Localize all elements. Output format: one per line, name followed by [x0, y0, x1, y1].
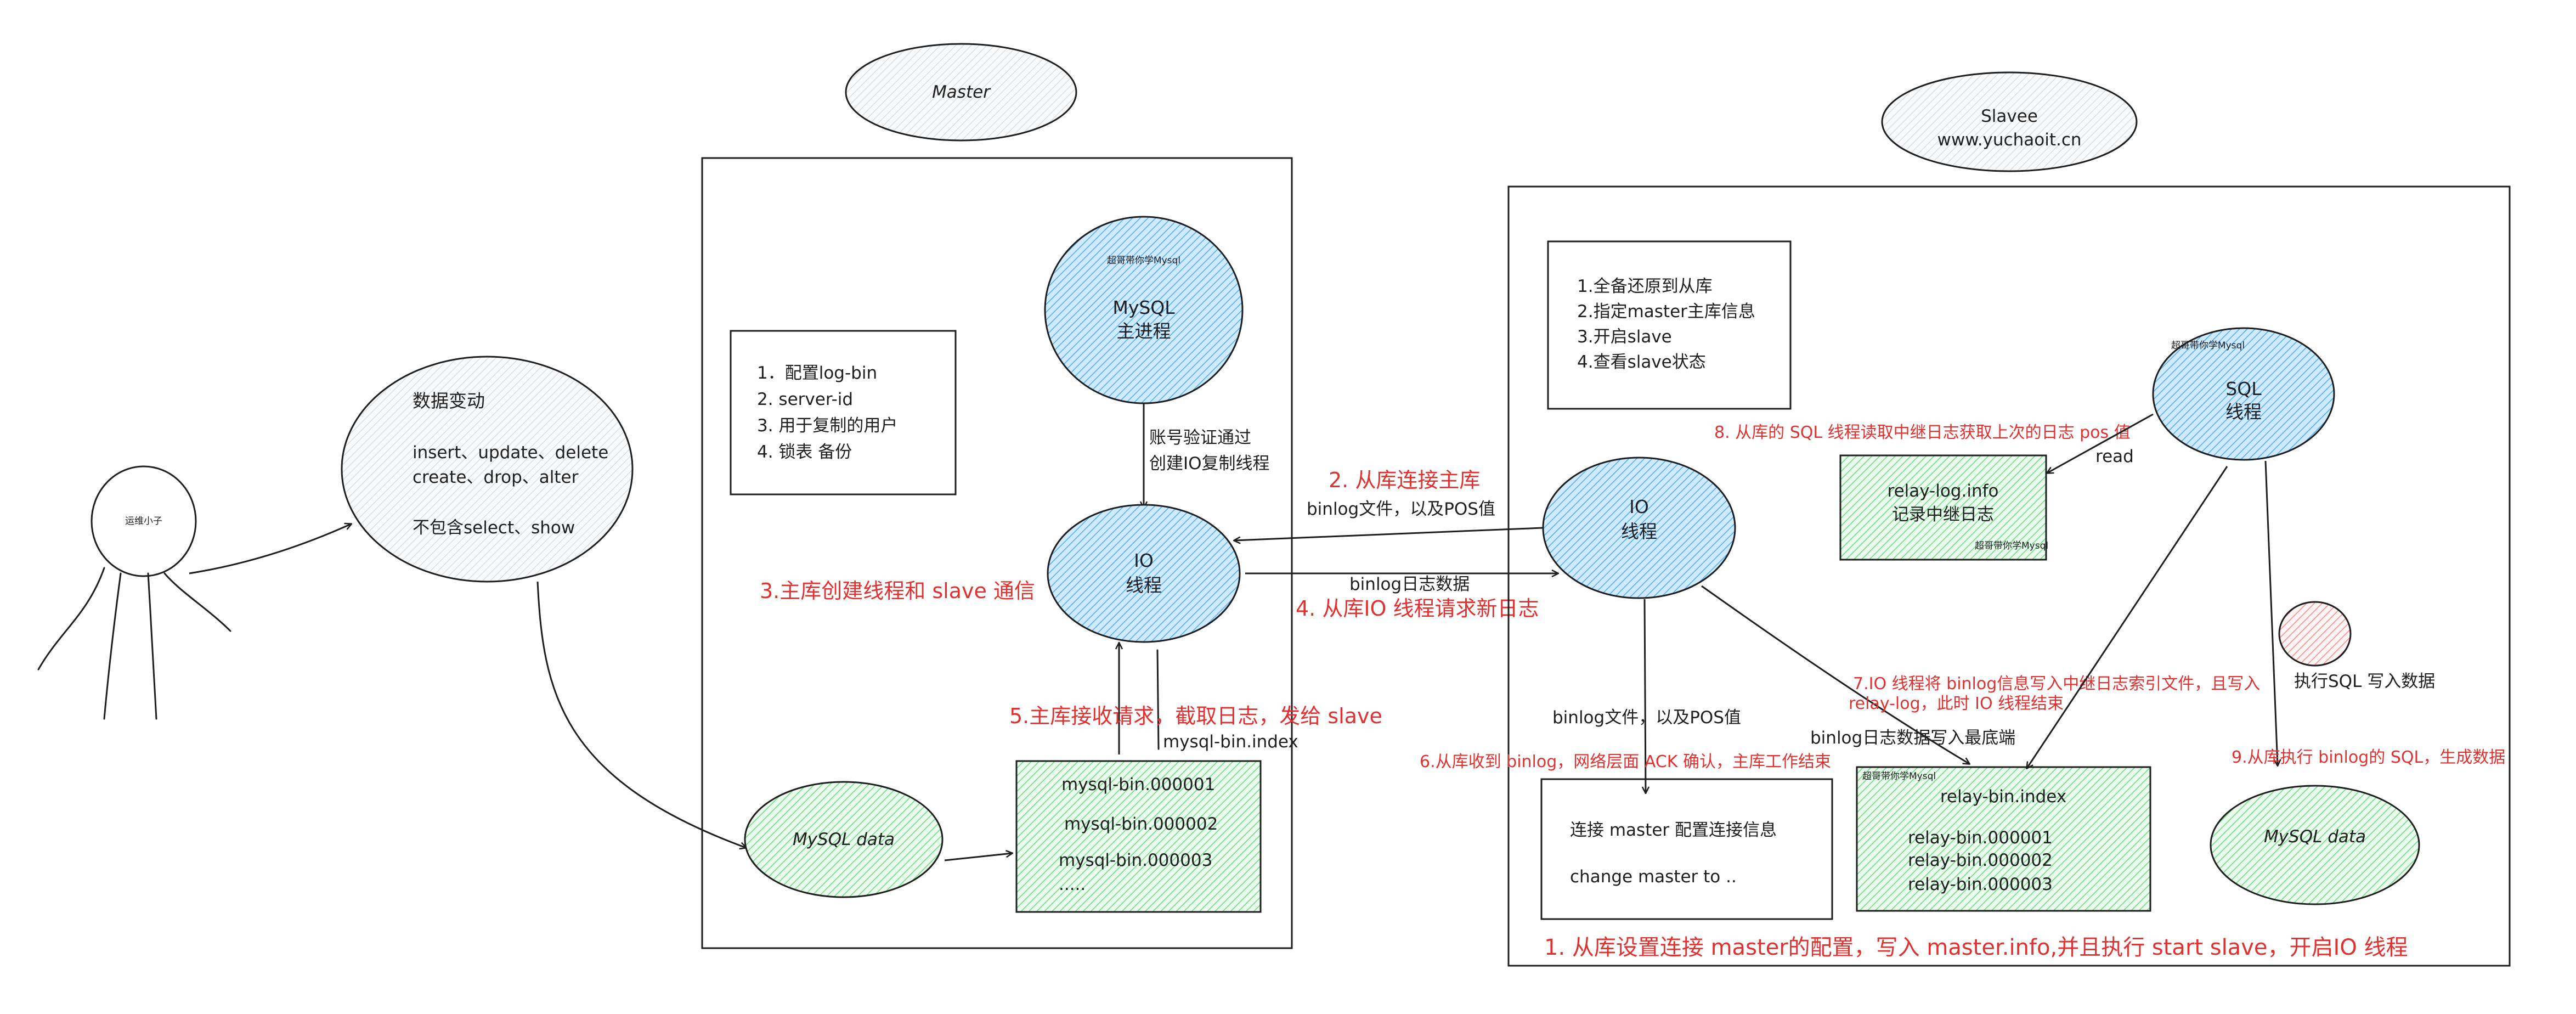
relay-file-2: relay-bin.000002	[1908, 850, 2053, 870]
relay-file-1: relay-bin.000001	[1908, 828, 2053, 848]
arrow-change-to-master-data	[536, 581, 746, 848]
binlog-file-1: mysql-bin.000001	[1061, 775, 1215, 795]
slave-site: www.yuchaoit.cn	[1937, 130, 2081, 150]
master-section: Master 1．配置log-bin 2. server-id 3. 用于复制的…	[701, 43, 1382, 949]
slave-binlog-pos-label: binlog文件，以及POS值	[1552, 708, 1741, 728]
user-left-arm	[37, 567, 105, 671]
user-right-leg	[147, 572, 157, 720]
relay-info-line1: relay-log.info	[1888, 481, 1999, 501]
binlog-file-3: mysql-bin.000003	[1059, 850, 1212, 870]
master-slave-links: 2. 从库连接主库 binlog文件，以及POS值 binlog日志数据 4. …	[1234, 468, 1558, 621]
slave-io-line1: IO	[1629, 496, 1649, 517]
master-io-line1: IO	[1134, 550, 1154, 571]
slave-mysql-data-node	[2210, 785, 2420, 905]
master-config-4: 4. 锁表 备份	[757, 442, 852, 462]
master-mysql-line2: 主进程	[1117, 320, 1171, 342]
step-8-label: 8. 从库的 SQL 线程读取中继日志获取上次的日志 pos 值	[1714, 423, 2131, 442]
link-binlog-data-label: binlog日志数据	[1349, 574, 1470, 594]
relay-file-3: relay-bin.000003	[1908, 875, 2053, 894]
master-title-ellipse	[845, 43, 1077, 142]
step-7-line1: 7.IO 线程将 binlog信息写入中继日志索引文件，且写入	[1853, 674, 2260, 694]
data-change-line-2: create、drop、alter	[413, 467, 579, 487]
arrow-sql-to-mysql-data	[2264, 460, 2278, 765]
relay-write-label: binlog日志数据写入最底端	[1810, 728, 2015, 748]
user-right-arm	[163, 572, 231, 632]
binlog-index-title: mysql-bin.index	[1163, 732, 1298, 752]
link-binlog-pos-label: binlog文件，以及POS值	[1307, 499, 1495, 519]
master-frame	[701, 157, 1293, 949]
relay-info-tag: 超哥带你学Mysql	[1975, 540, 2048, 551]
connect-box-line1: 连接 master 配置连接信息	[1570, 820, 1777, 840]
master-io-node	[1047, 504, 1241, 643]
user-label: 运维小子	[125, 516, 162, 527]
arrow-sql-to-relay-index	[2027, 466, 2228, 768]
arrow-io-to-relay-index	[1701, 585, 1969, 764]
execute-sql-label: 执行SQL 写入数据	[2294, 672, 2435, 691]
slave-step-2: 2.指定master主库信息	[1577, 302, 1755, 322]
step-3-label: 3.主库创建线程和 slave 通信	[760, 579, 1035, 603]
execute-sql-node	[2278, 601, 2352, 667]
slave-steps-box	[1547, 240, 1792, 410]
master-binlog-box	[1015, 760, 1262, 913]
slave-mysql-data-label: MySQL data	[2264, 827, 2366, 847]
read-label: read	[2095, 447, 2134, 466]
relay-info-box	[1839, 454, 2047, 561]
binlog-file-2: mysql-bin.000002	[1064, 814, 1218, 834]
slave-title: Slavee	[1981, 106, 2038, 126]
arrow-user-to-change	[189, 524, 351, 574]
arrow-io-to-connect-box	[1645, 599, 1646, 793]
step-4-label: 4. 从库IO 线程请求新日志	[1296, 596, 1539, 621]
step-1-label: 1. 从库设置连接 master的配置，写入 master.info,并且执行 …	[1544, 935, 2408, 960]
master-config-3: 3. 用于复制的用户	[757, 416, 897, 436]
step-9-label: 9.从库执行 binlog的 SQL，生成数据	[2232, 748, 2505, 767]
master-config-box	[730, 330, 957, 495]
master-mysql-data-node	[744, 781, 944, 898]
slave-io-line2: 线程	[1621, 521, 1657, 542]
arrow-data-to-binlog	[944, 853, 1012, 861]
relay-index-tag: 超哥带你学Mysql	[1862, 771, 1936, 782]
slave-sql-node	[2152, 327, 2335, 461]
step-2-label: 2. 从库连接主库	[1329, 468, 1480, 492]
arrow-sql-to-relay-info	[2047, 413, 2154, 473]
master-mysql-line1: MySQL	[1112, 297, 1175, 318]
relay-index-box	[1856, 766, 2151, 912]
user-head	[91, 465, 197, 577]
user-figure: 运维小子	[37, 465, 351, 720]
master-config-2: 2. server-id	[757, 390, 853, 409]
binlog-file-4: .....	[1059, 875, 1086, 894]
slave-title-ellipse	[1881, 71, 2138, 172]
slave-step-1: 1.全备还原到从库	[1577, 277, 1713, 296]
master-mysql-data-label: MySQL data	[793, 830, 895, 849]
slave-step-4: 4.查看slave状态	[1577, 352, 1706, 372]
slave-sql-line2: 线程	[2225, 401, 2262, 422]
data-change-note: 不包含select、show	[413, 518, 575, 538]
step-5-label: 5.主库接收请求，截取日志，发给 slave	[1009, 704, 1382, 728]
slave-step-3: 3.开启slave	[1577, 327, 1672, 347]
slave-frame	[1507, 185, 2511, 967]
user-left-leg	[103, 572, 122, 720]
step-7-line2: relay-log，此时 IO 线程结束	[1849, 694, 2064, 713]
data-change-node: 数据变动 insert、update、delete create、drop、al…	[341, 356, 634, 583]
relay-index-title: relay-bin.index	[1940, 787, 2066, 807]
master-mysql-tag: 超哥带你学Mysql	[1107, 255, 1180, 266]
slave-connect-box	[1540, 778, 1833, 920]
master-auth-1: 账号验证通过	[1149, 428, 1251, 448]
line-io-to-binlog	[1156, 649, 1160, 750]
slave-sql-tag: 超哥带你学Mysql	[2171, 340, 2245, 351]
slave-sql-line1: SQL	[2225, 378, 2262, 399]
master-config-1: 1．配置log-bin	[757, 363, 877, 383]
slave-section: Slavee www.yuchaoit.cn 1.全备还原到从库 2.指定mas…	[1420, 71, 2511, 967]
step-6-label: 6.从库收到 binlog，网络层面 ACK 确认，主库工作结束	[1420, 752, 1831, 771]
master-io-line2: 线程	[1126, 574, 1162, 596]
relay-info-line2: 记录中继日志	[1892, 505, 1994, 525]
arrow-slave-io-to-master-io	[1234, 527, 1543, 540]
master-auth-2: 创建IO复制线程	[1149, 454, 1270, 474]
data-change-line-1: insert、update、delete	[413, 443, 608, 463]
master-title: Master	[932, 82, 991, 102]
connect-box-line2: change master to ..	[1570, 867, 1737, 887]
slave-io-node	[1542, 457, 1736, 599]
data-change-title: 数据变动	[413, 390, 485, 412]
